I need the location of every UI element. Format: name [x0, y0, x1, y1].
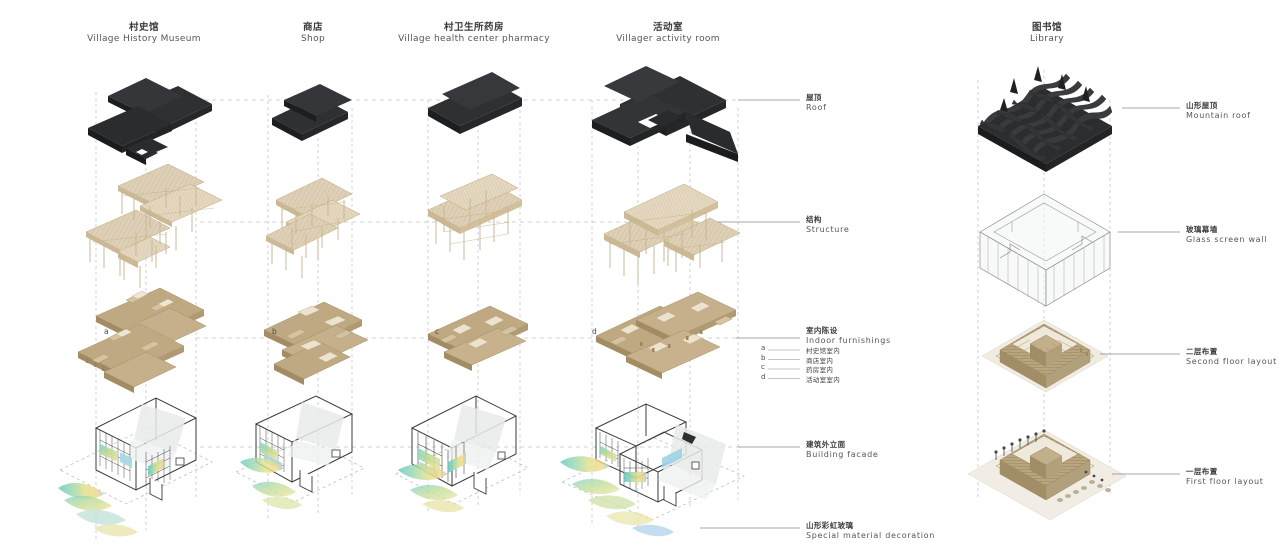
column-header-villager-activity-room: 活动室 Villager activity room: [538, 22, 798, 45]
annotation-label-cn: 建筑外立面: [806, 440, 846, 449]
annotation-label-cn: 结构: [806, 215, 822, 224]
leader-lines-sub: [768, 349, 800, 379]
sub-key-b: b: [761, 353, 766, 362]
column-header-library: 图书馆 Library: [917, 22, 1177, 45]
annotation-label-cn: 二层布置: [1186, 347, 1218, 356]
activity-facade-geometry: [561, 403, 745, 521]
column-title-en: Library: [1030, 33, 1064, 44]
column-header-village-health-center-pharmacy: 村卫生所药房 Village health center pharmacy: [344, 22, 604, 45]
sub-key-d: d: [761, 372, 766, 381]
column-header-village-history-museum: 村史馆 Village History Museum: [14, 22, 274, 45]
annotation-label-en: Second floor layout: [1186, 356, 1277, 366]
activity-structure-geometry: [603, 183, 741, 284]
museum-special-glass-geometry: [58, 482, 138, 537]
annotation-indoor-furnishings: 室内陈设 Indoor furnishings: [806, 326, 891, 346]
column-title-en: Shop: [300, 33, 326, 44]
annotation-special-material-decoration: 山形彩虹玻璃 Special material decoration: [806, 521, 935, 541]
leader-lines-right: [1100, 107, 1180, 475]
sub-key-c: c: [761, 363, 765, 371]
annotation-label-en: Glass screen wall: [1186, 234, 1268, 244]
annotation-roof: 屋顶 Roof: [806, 93, 827, 113]
pharmacy-special-glass-geometry: [398, 464, 464, 513]
annotation-mountain-roof: 山形屋顶 Mountain roof: [1186, 101, 1251, 121]
annotation-second-floor-layout: 二层布置 Second floor layout: [1186, 347, 1277, 367]
inline-key-c: c: [435, 327, 440, 336]
annotation-glass-screen-wall: 玻璃幕墙 Glass screen wall: [1186, 225, 1267, 245]
sub-annotation-museum-interior: 村史馆室内: [806, 347, 840, 355]
annotation-label-cn: 一层布置: [1186, 467, 1218, 476]
column-title-cn: 图书馆: [1031, 22, 1062, 33]
column-title-cn: 活动室: [652, 22, 683, 33]
shop-roof-geometry: [272, 84, 352, 141]
column-title-en: Village health center pharmacy: [398, 33, 550, 44]
inline-key-a: a: [104, 327, 109, 336]
annotation-label-en: First floor layout: [1186, 476, 1264, 486]
library-mountain-roof-geometry: [978, 66, 1113, 172]
activity-special-glass-geometry: [560, 456, 674, 537]
library-second-floor-geometry: [981, 319, 1109, 393]
sub-annotation-pharmacy-interior: 药房室内: [806, 366, 834, 374]
column-title-en: Villager activity room: [616, 33, 720, 44]
column-title-en: Village History Museum: [87, 33, 201, 44]
pharmacy-interior-geometry: [427, 305, 529, 371]
annotation-building-facade: 建筑外立面 Building facade: [806, 440, 879, 460]
museum-interior-geometry: [77, 287, 207, 393]
sub-annotation-shop-interior: 商店室内: [806, 356, 834, 365]
activity-interior-geometry: [595, 291, 737, 379]
museum-structure-geometry: [85, 163, 223, 288]
pharmacy-structure-geometry: [427, 173, 523, 260]
column-title-cn: 村史馆: [128, 22, 159, 33]
museum-roof-geometry: [88, 78, 212, 165]
annotation-label-cn: 山形彩虹玻璃: [806, 521, 854, 530]
annotation-label-cn: 室内陈设: [806, 326, 838, 335]
museum-facade-geometry: [59, 397, 213, 505]
column-header-shop: 商店 Shop: [183, 22, 443, 45]
sub-key-a: a: [761, 344, 766, 352]
annotation-label-cn: 屋顶: [806, 93, 822, 102]
annotation-structure: 结构 Structure: [806, 215, 850, 235]
inline-key-b: b: [272, 327, 277, 336]
library-first-floor-geometry: [967, 429, 1127, 521]
annotation-label-cn: 玻璃幕墙: [1186, 225, 1218, 234]
annotation-label-en: Structure: [806, 224, 850, 234]
annotation-label-en: Special material decoration: [806, 530, 936, 540]
annotation-label-en: Mountain roof: [1186, 110, 1251, 120]
leader-lines-left: [700, 99, 800, 529]
shop-interior-geometry: [263, 301, 369, 385]
pharmacy-roof-geometry: [428, 72, 522, 134]
annotation-label-en: Building facade: [806, 449, 879, 459]
annotation-label-en: Indoor furnishings: [806, 335, 891, 345]
inline-key-d: d: [592, 327, 597, 336]
shop-structure-geometry: [265, 177, 361, 278]
annotation-first-floor-layout: 一层布置 First floor layout: [1186, 467, 1264, 487]
library-glass-wall-geometry: [979, 193, 1111, 307]
annotation-label-cn: 山形屋顶: [1186, 101, 1218, 110]
activity-roof-geometry: [592, 66, 738, 162]
sub-annotation-activity-room-interior: 活动室室内: [806, 375, 840, 384]
annotation-label-en: Roof: [806, 102, 827, 112]
column-title-cn: 商店: [302, 22, 323, 33]
column-title-cn: 村卫生所药房: [443, 22, 504, 33]
shop-special-glass-geometry: [240, 457, 302, 510]
